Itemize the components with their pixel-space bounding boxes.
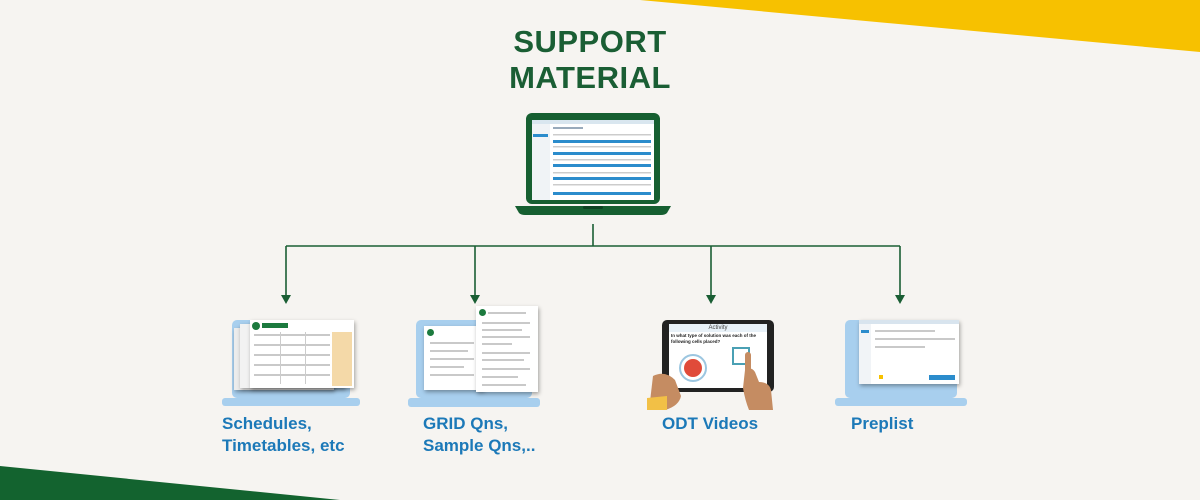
tablet-question-line-2: following cells placed?: [671, 339, 721, 344]
document-page-front: [476, 306, 538, 392]
yellow-corner-band: [640, 0, 1200, 52]
node-label-odt-videos-line-1: ODT Videos: [662, 414, 759, 433]
arrowhead-4: [895, 295, 905, 304]
apple-cell-icon: [684, 359, 702, 377]
tablet-question-line-1: In what type of solution was each of the: [671, 333, 757, 338]
page-title-line-1: SUPPORT: [513, 24, 667, 59]
node-label-grid-questions-line-2: Sample Qns,..: [423, 436, 536, 455]
page-title-line-2: MATERIAL: [509, 60, 671, 95]
arrowhead-3: [706, 295, 716, 304]
node-label-grid-questions: GRID Qns, Sample Qns,..: [423, 413, 535, 457]
node-label-grid-questions-line-1: GRID Qns,: [423, 414, 509, 433]
node-label-schedules-line-1: Schedules,: [222, 414, 312, 433]
node-grid-questions: [408, 306, 543, 408]
spreadsheet-page-front: [250, 320, 354, 388]
node-preplist: [835, 316, 970, 408]
node-label-odt-videos: ODT Videos: [662, 413, 758, 435]
arrowhead-1: [281, 295, 291, 304]
tablet-hands-icon: [647, 320, 774, 410]
node-schedules: [222, 316, 362, 408]
node-odt-videos: Activity In what type of solution was ea…: [645, 318, 780, 414]
preplist-window: [859, 320, 959, 384]
tablet-activity-title: Activity: [708, 325, 728, 331]
node-label-schedules: Schedules, Timetables, etc: [222, 413, 345, 457]
node-label-schedules-line-2: Timetables, etc: [222, 436, 345, 455]
green-corner-band: [0, 466, 340, 500]
node-label-preplist: Preplist: [851, 413, 913, 435]
node-label-preplist-line-1: Preplist: [851, 414, 914, 433]
arrowhead-2: [470, 295, 480, 304]
main-laptop-icon: [515, 113, 671, 215]
document-page-back: [424, 326, 484, 390]
